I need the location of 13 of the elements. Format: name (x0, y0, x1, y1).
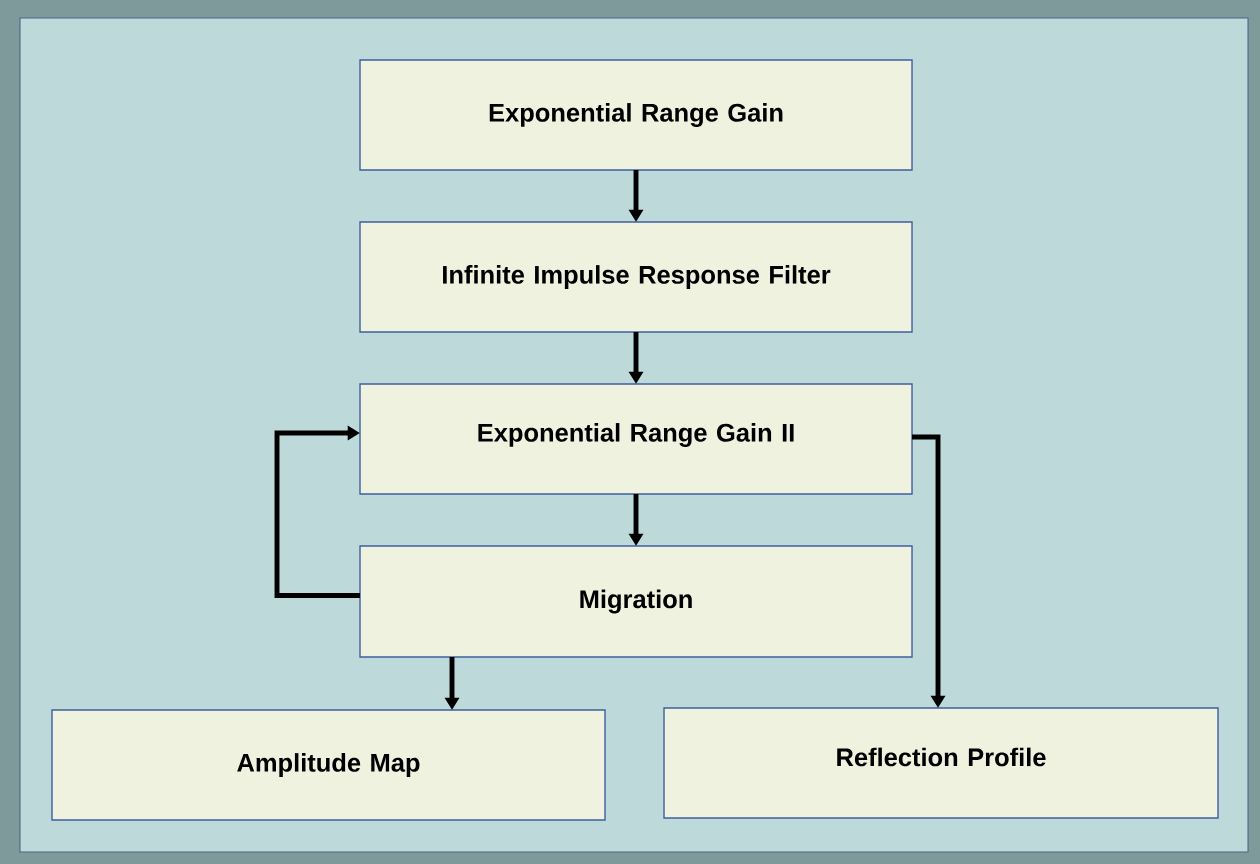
box-label: Exponential Range Gain (489, 103, 783, 127)
process-box (359, 221, 913, 333)
arrow (274, 425, 360, 598)
box-label: Migration (580, 589, 692, 614)
box-label: Exponential Range Gain II (478, 423, 794, 447)
process-box (359, 545, 913, 658)
process-box (359, 59, 913, 171)
box-label: Infinite Impulse Response Filter (443, 265, 831, 289)
process-box (663, 707, 1219, 819)
box-label: Amplitude Map (237, 753, 420, 777)
process-box (51, 709, 606, 821)
process-box (359, 383, 913, 495)
box-label: Reflection Profile (837, 747, 1046, 767)
